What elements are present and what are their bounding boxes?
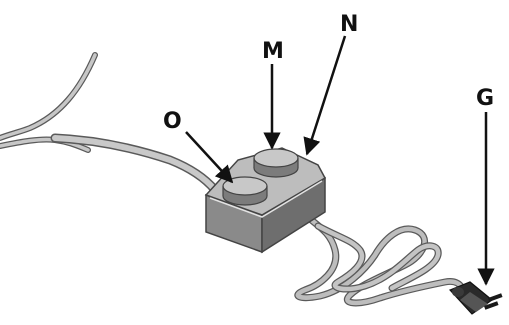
button-o xyxy=(222,176,268,206)
callout-arrows xyxy=(185,35,495,286)
arrow-n xyxy=(303,35,347,156)
label-o: O xyxy=(163,109,182,134)
label-m: M xyxy=(262,39,284,64)
coiled-power-cable xyxy=(294,206,466,307)
foot-pedal xyxy=(204,147,327,254)
power-plug xyxy=(448,281,503,315)
cable-to-pedal xyxy=(50,133,220,195)
button-m xyxy=(253,148,299,178)
label-n: N xyxy=(340,12,358,37)
label-g: G xyxy=(476,86,494,111)
arrow-o xyxy=(185,131,234,184)
